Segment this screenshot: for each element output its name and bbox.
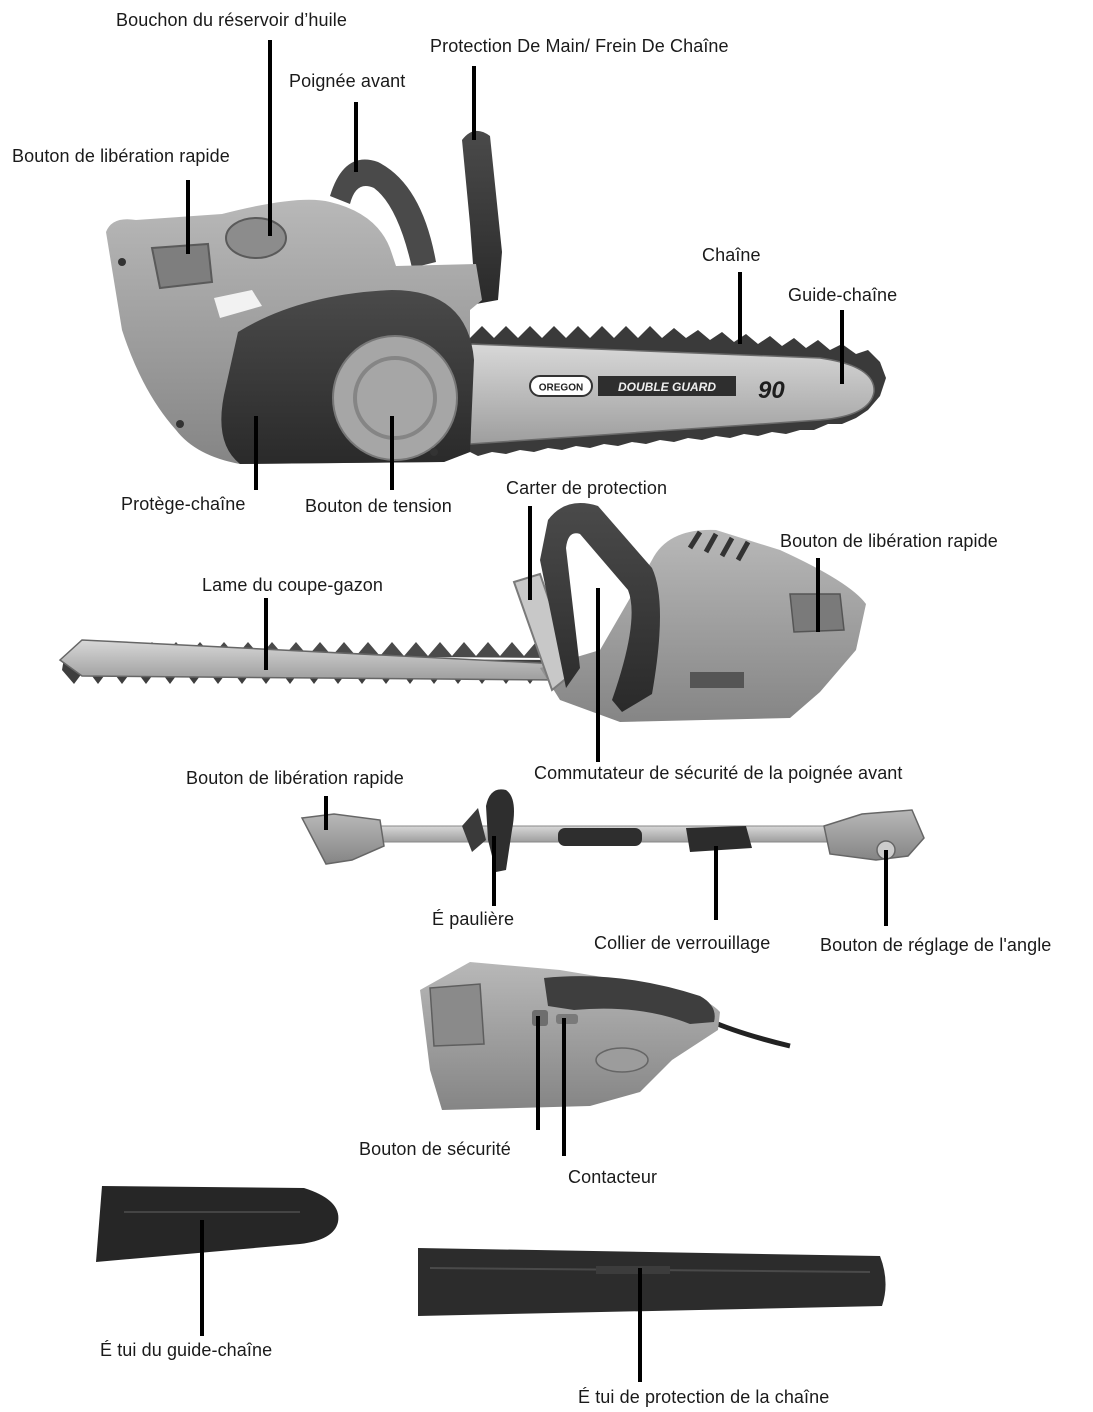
- label-chain-cover: Protège-chaîne: [121, 494, 246, 514]
- chainsaw: OREGON DOUBLE GUARD 90: [106, 130, 886, 464]
- bar-model-text: DOUBLE GUARD: [618, 380, 716, 394]
- label-hand-guard: Protection De Main/ Frein De Chaîne: [430, 36, 729, 56]
- bar-number-text: 90: [758, 377, 785, 404]
- label-tension-knob: Bouton de tension: [305, 496, 452, 516]
- hand-guard: [462, 130, 502, 304]
- bar-model-badge: [598, 376, 736, 396]
- pole-extension: [300, 789, 925, 872]
- label-shoulder-strap: É paulière: [432, 909, 515, 929]
- tension-knob-ring: [353, 356, 437, 440]
- label-contactor: Contacteur: [568, 1167, 658, 1187]
- pole-grip: [558, 828, 642, 846]
- covers: [96, 1186, 886, 1316]
- label-lock-collar: Collier de verrouillage: [594, 933, 771, 953]
- label-guide-bar: Guide-chaîne: [788, 285, 898, 305]
- label-front-handle: Poignée avant: [289, 71, 406, 91]
- label-chain-sheath: É tui de protection de la chaîne: [578, 1387, 830, 1407]
- label-bar-sheath: É tui du guide-chaîne: [100, 1340, 273, 1360]
- lock-collar: [686, 826, 752, 852]
- power-cord: [706, 1017, 791, 1049]
- label-blade: Lame du coupe-gazon: [202, 575, 384, 595]
- label-oil-cap: Bouchon du réservoir d’huile: [116, 10, 347, 30]
- label-quick-release-hedge: Bouton de libération rapide: [780, 531, 998, 551]
- oil-cap: [225, 217, 287, 259]
- chainsaw-quick-release: [150, 242, 214, 290]
- hedge-vents: [687, 530, 751, 562]
- chain-sheath: [418, 1248, 886, 1316]
- label-quick-release-saw: Bouton de libération rapide: [12, 146, 230, 166]
- trigger-switch: [556, 1014, 578, 1024]
- motor-clamp: [429, 983, 485, 1047]
- motor-handle: [420, 962, 791, 1110]
- hedge-grille: [690, 672, 744, 688]
- screw: [430, 448, 438, 456]
- chain-sheath-slot: [596, 1266, 670, 1274]
- bar-brand-text: OREGON: [539, 383, 583, 394]
- front-handle: [330, 159, 436, 268]
- label-angle-knob: Bouton de réglage de l'angle: [820, 935, 1052, 955]
- motor-grip: [544, 976, 715, 1024]
- tension-knob: [332, 335, 458, 461]
- chainsaw-accent: [214, 290, 262, 318]
- hedge-trimmer: [58, 503, 866, 722]
- bar-sheath: [96, 1186, 339, 1262]
- label-guard: Carter de protection: [506, 478, 668, 498]
- switch-plate: [595, 1047, 649, 1073]
- hedge-front-handle: [540, 503, 660, 712]
- screw: [176, 420, 184, 428]
- label-safety-button: Bouton de sécurité: [359, 1139, 511, 1159]
- label-chain: Chaîne: [702, 245, 761, 265]
- label-quick-release-pole: Bouton de libération rapide: [186, 768, 404, 788]
- bar-brand-badge: [529, 375, 593, 397]
- pole-right-head: [823, 809, 925, 861]
- label-safety-switch: Commutateur de sécurité de la poignée av…: [534, 763, 903, 783]
- strap-clip: [462, 808, 486, 852]
- shoulder-strap: [486, 789, 514, 872]
- screw: [118, 258, 126, 266]
- leader-lines: [186, 40, 888, 1382]
- pole-left-coupling: [300, 813, 385, 865]
